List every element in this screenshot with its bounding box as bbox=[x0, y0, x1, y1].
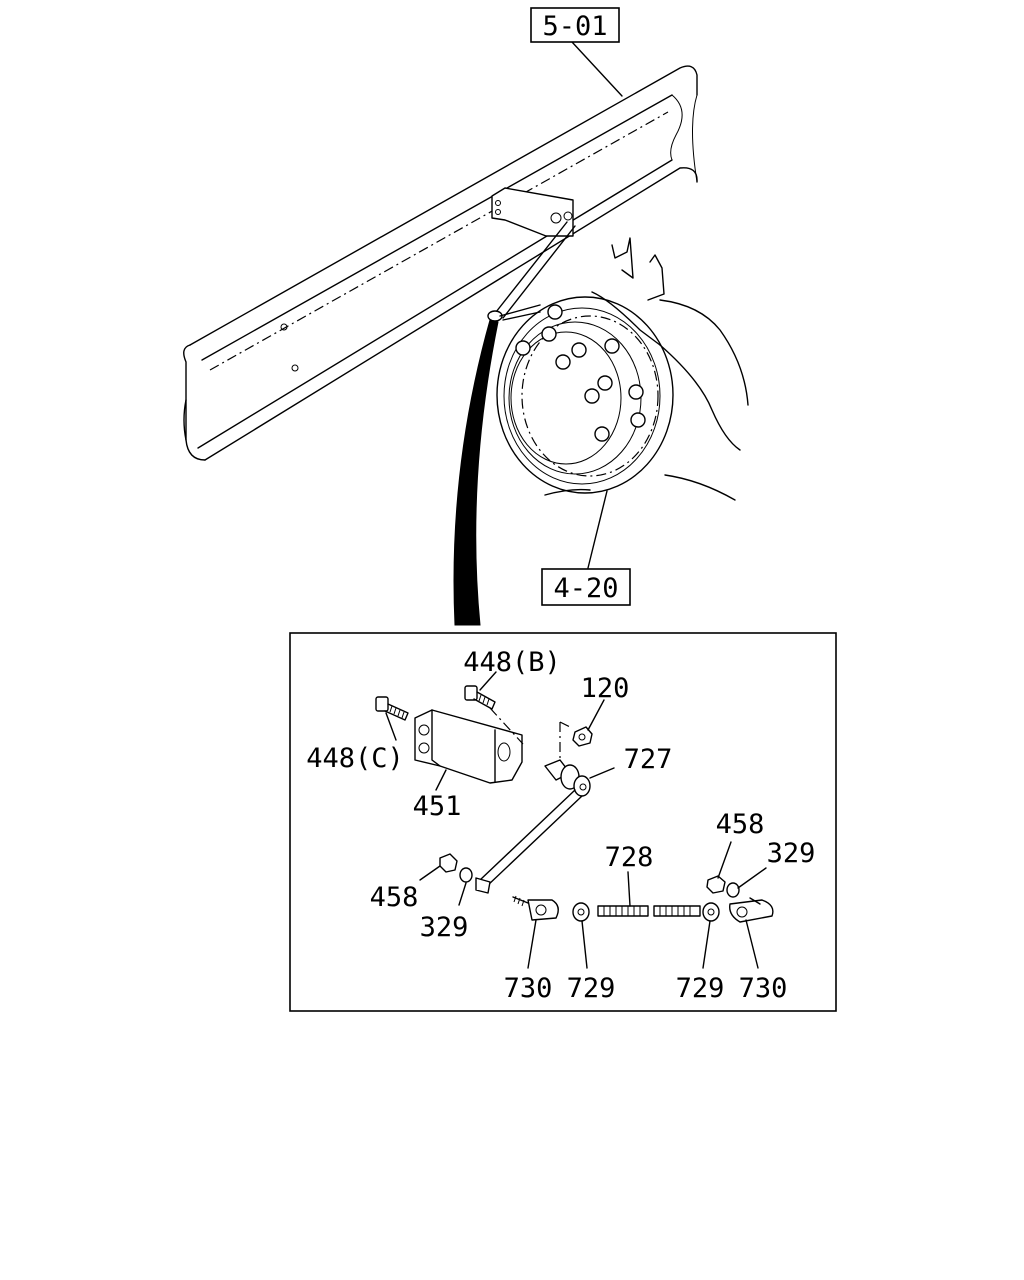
ref-4-20-leader bbox=[587, 490, 608, 569]
axle-hub bbox=[496, 237, 749, 501]
bracket-451 bbox=[414, 709, 523, 784]
callout-729-left: 729 bbox=[567, 973, 616, 1004]
bolt-448b bbox=[464, 685, 496, 710]
reference-frame-label: 5-01 bbox=[542, 11, 607, 42]
washer-329-left bbox=[459, 867, 473, 883]
callout-458-left: 458 bbox=[370, 882, 419, 913]
detail-illustration bbox=[375, 671, 774, 969]
callout-448c: 448(C) bbox=[306, 743, 404, 774]
frame-rail bbox=[183, 65, 698, 461]
nut-729-right bbox=[702, 902, 720, 922]
callout-451: 451 bbox=[413, 791, 462, 822]
callout-730-left: 730 bbox=[504, 973, 553, 1004]
ball-joint-730-right bbox=[729, 897, 774, 923]
nut-120 bbox=[572, 726, 593, 747]
detail-frame bbox=[289, 632, 837, 1012]
overview-illustration bbox=[183, 41, 749, 626]
callout-329-right: 329 bbox=[767, 838, 816, 869]
ref-5-01-leader bbox=[571, 41, 623, 97]
callout-labels: 448(B) 120 448(C) 727 451 458 728 329 45… bbox=[306, 647, 815, 1004]
nut-458-left bbox=[439, 853, 458, 873]
ball-joint-727 bbox=[544, 759, 591, 797]
reference-box-frame[interactable]: 5-01 bbox=[530, 7, 620, 43]
callout-448b: 448(B) bbox=[463, 647, 561, 678]
callout-727: 727 bbox=[624, 744, 673, 775]
upper-bracket bbox=[491, 187, 574, 237]
reference-box-axle[interactable]: 4-20 bbox=[541, 568, 631, 606]
bolt-448c bbox=[375, 696, 409, 721]
detail-pointer bbox=[453, 319, 499, 626]
leader-lines bbox=[385, 671, 767, 969]
callout-730-right: 730 bbox=[739, 973, 788, 1004]
callout-329-left: 329 bbox=[420, 912, 469, 943]
wheel-studs bbox=[515, 304, 646, 442]
threaded-rod-728 bbox=[597, 905, 701, 917]
nut-729-left bbox=[572, 902, 590, 922]
reference-axle-label: 4-20 bbox=[553, 573, 618, 604]
link-rod-overview bbox=[487, 221, 576, 322]
callout-728: 728 bbox=[605, 842, 654, 873]
nut-458-right bbox=[706, 875, 726, 894]
ball-joint-730-left bbox=[512, 895, 559, 921]
control-rod bbox=[475, 789, 583, 894]
callout-458-right: 458 bbox=[716, 809, 765, 840]
washer-329-right bbox=[726, 882, 740, 898]
callout-729-right: 729 bbox=[676, 973, 725, 1004]
callout-120: 120 bbox=[581, 673, 630, 704]
